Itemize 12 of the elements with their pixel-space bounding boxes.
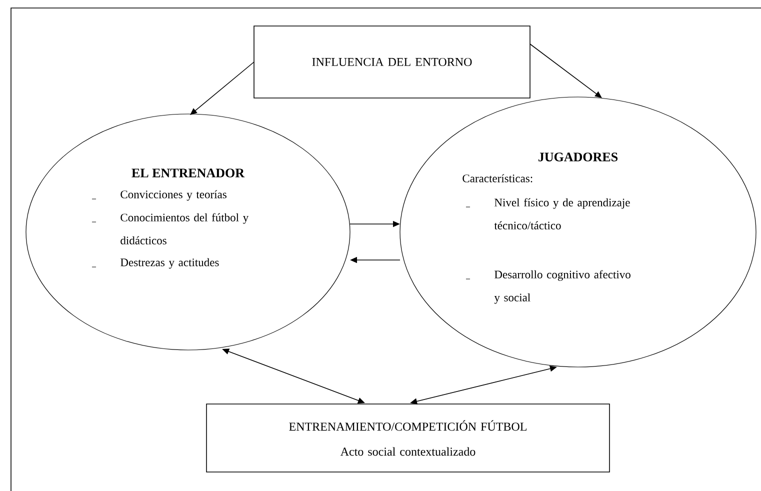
list-item: Destrezas y actitudes <box>120 258 219 269</box>
heading: EL ENTRENADOR <box>132 168 245 178</box>
heading: JUGADORES <box>538 152 618 162</box>
text-box: INFLUENCIA DEL ENTORNO <box>254 26 530 98</box>
list-item: Nivel físico y de aprendizaje técnico/táctico <box>494 198 630 230</box>
text-box: ENTRENAMIENTO/COMPETICIÓN FÚTBOL Acto social contextualizado <box>206 404 610 472</box>
subheading: Características: <box>462 174 532 182</box>
arrow <box>190 62 254 115</box>
list-item: Conocimientos del fútbol y didácticos <box>120 213 249 244</box>
list-item: Desarrollo cognitivo afectivo y social <box>494 270 630 304</box>
arrow <box>530 44 602 98</box>
list-item: Convicciones y teorías <box>120 190 226 201</box>
